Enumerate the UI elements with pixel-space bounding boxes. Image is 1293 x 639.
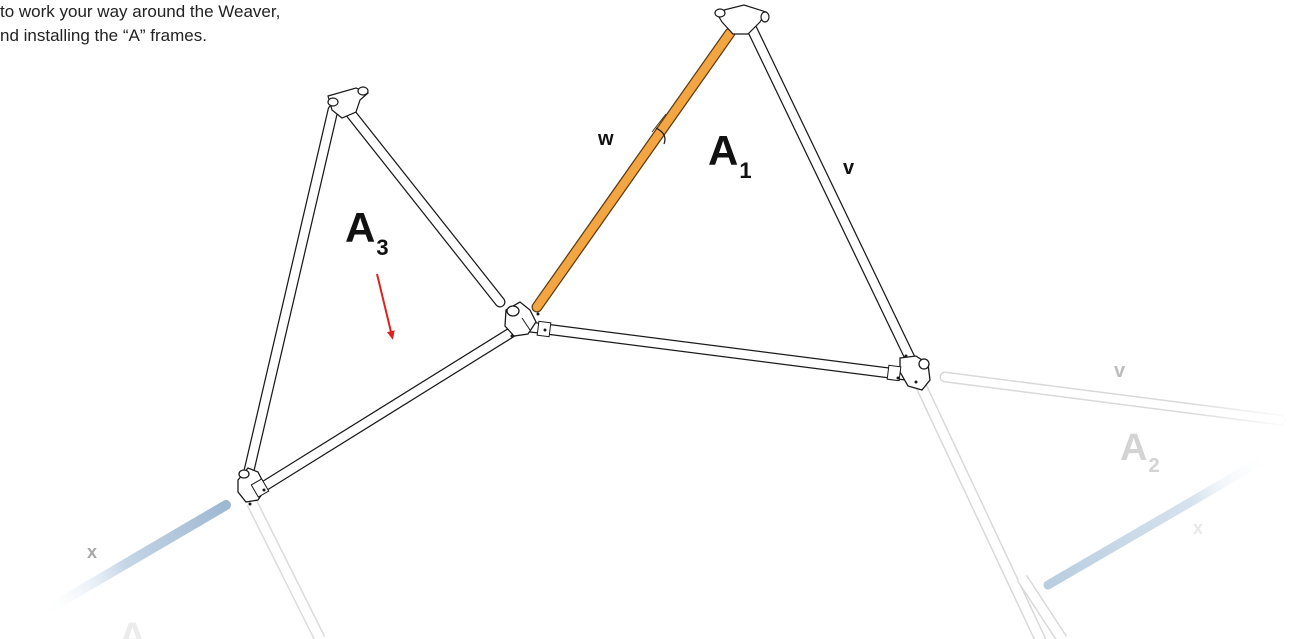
frame-a3 — [242, 86, 506, 481]
frame-label-a2: A2 — [1120, 427, 1160, 477]
faded-frame-a2 — [916, 371, 1286, 639]
x-pole-left — [25, 500, 231, 625]
right-joint — [886, 354, 931, 391]
pole-label-v: v — [843, 157, 855, 179]
pole-label-x-left: x — [87, 542, 97, 562]
frame-label-a1: A1 — [708, 127, 752, 183]
faded-frame-bottom-left — [246, 500, 326, 639]
instruction-text: to work your way around the Weaver, nd i… — [0, 0, 280, 48]
pole-label-w: w — [597, 128, 614, 150]
center-joint — [504, 301, 552, 338]
instruction-line-2: nd installing the “A” frames. — [0, 26, 207, 45]
pole-label-v-faded: v — [1114, 360, 1126, 382]
direction-arrow — [376, 273, 395, 340]
frame-label-a4: A — [118, 615, 147, 639]
frame-a1 — [531, 4, 916, 364]
left-joint — [237, 467, 270, 506]
instruction-line-1: to work your way around the Weaver, — [0, 2, 281, 21]
frame-label-a3: A3 — [345, 204, 389, 260]
base-poles — [255, 321, 906, 495]
right-fade-overlay — [1190, 380, 1293, 639]
